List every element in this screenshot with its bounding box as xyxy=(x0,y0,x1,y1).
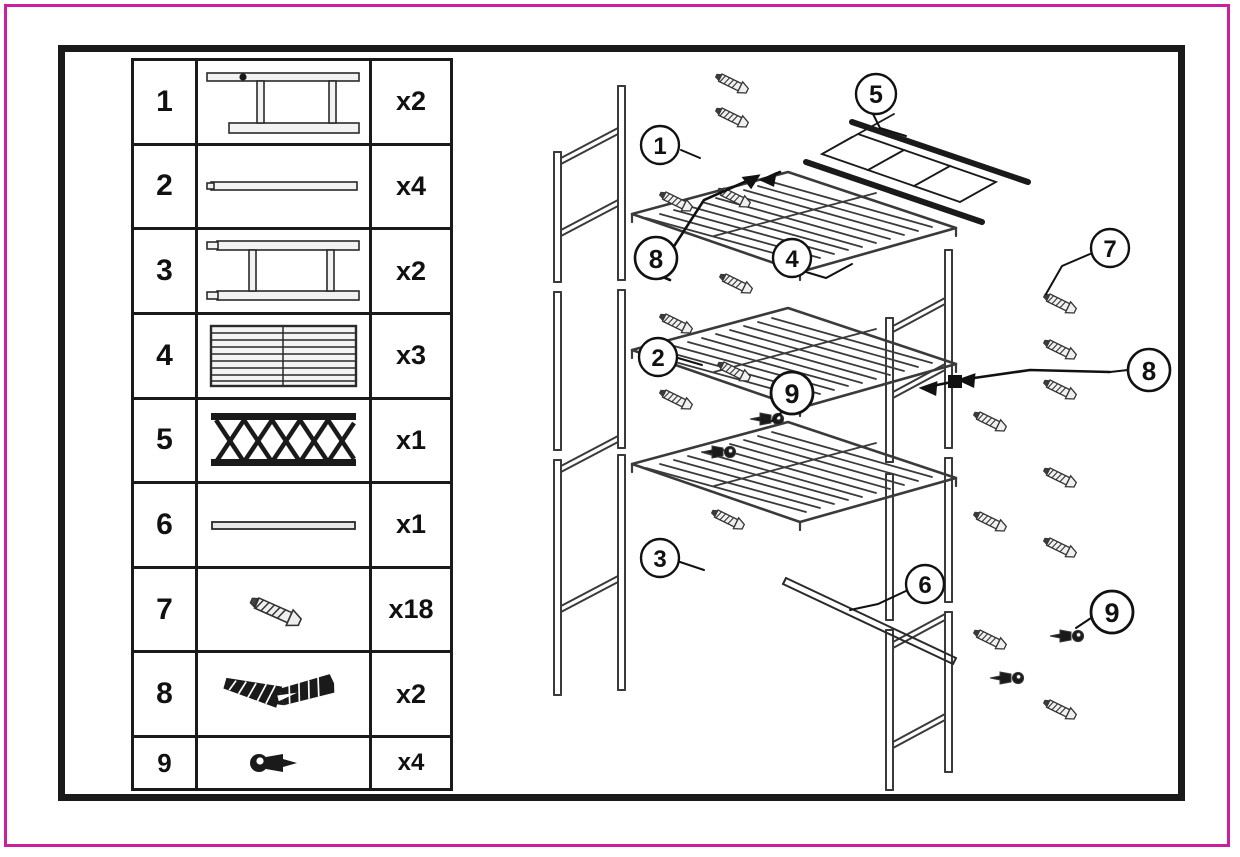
part-number: 2 xyxy=(134,145,198,228)
table-row: 5 x1 xyxy=(134,399,450,485)
wire-shelf-icon xyxy=(198,314,372,397)
svg-text:9: 9 xyxy=(784,379,799,409)
frame-section-icon xyxy=(198,230,372,312)
svg-text:2: 2 xyxy=(651,345,664,372)
dowel-pin-icon xyxy=(198,738,372,788)
outer-magenta-border xyxy=(4,4,1230,847)
exploded-assembly-diagram: 1 8 5 4 2 xyxy=(470,50,1182,798)
part-quantity: x4 xyxy=(395,170,427,201)
long-rod-icon xyxy=(198,484,372,566)
part-number: 7 xyxy=(134,568,198,651)
straight-post-icon xyxy=(198,145,372,228)
callout-5: 5 xyxy=(854,72,898,116)
table-row: 9 x4 xyxy=(134,738,450,788)
part-quantity: x2 xyxy=(395,86,427,117)
svg-text:5: 5 xyxy=(869,81,883,109)
part-number: 8 xyxy=(134,653,198,735)
part-number: 1 xyxy=(134,61,198,143)
svg-text:8: 8 xyxy=(649,244,663,274)
part-number: 3 xyxy=(134,230,198,312)
part-quantity: x1 xyxy=(395,509,427,540)
part-quantity: x18 xyxy=(388,594,434,625)
x-brace-panel-icon xyxy=(198,399,372,482)
table-row: 8 xyxy=(134,653,450,738)
callout-9-left: 9 xyxy=(769,370,815,416)
screw-icon xyxy=(198,568,372,651)
callout-9-right: 9 xyxy=(1089,589,1135,635)
svg-text:3: 3 xyxy=(653,546,666,573)
callout-1: 1 xyxy=(639,124,681,166)
part-number: 5 xyxy=(134,399,198,482)
frame-section-top-icon xyxy=(198,61,372,143)
part-quantity: x2 xyxy=(395,678,427,709)
svg-text:9: 9 xyxy=(1104,598,1119,628)
part-quantity: x4 xyxy=(397,749,425,776)
part-quantity: x3 xyxy=(395,340,427,371)
table-row: 2 x4 xyxy=(134,145,450,231)
svg-text:7: 7 xyxy=(1103,236,1116,263)
callout-4: 4 xyxy=(771,237,813,279)
part-quantity: x1 xyxy=(395,424,427,455)
part-number: 6 xyxy=(134,484,198,566)
part-quantity: x2 xyxy=(395,255,427,286)
table-row: 7 xyxy=(134,568,450,654)
svg-text:6: 6 xyxy=(918,572,931,599)
svg-text:1: 1 xyxy=(653,133,666,160)
parts-list-table: 1 x2 2 xyxy=(131,58,453,791)
table-row: 1 x2 xyxy=(134,61,450,146)
table-row: 4 x3 xyxy=(134,314,450,400)
part-number: 9 xyxy=(134,738,198,788)
svg-text:8: 8 xyxy=(1142,356,1156,386)
svg-text:4: 4 xyxy=(785,246,799,273)
callout-3: 3 xyxy=(639,537,681,579)
callout-7: 7 xyxy=(1089,227,1131,269)
callout-6: 6 xyxy=(904,563,946,605)
callout-2: 2 xyxy=(637,336,679,378)
callout-8-right: 8 xyxy=(1126,347,1172,393)
table-row: 6 x1 xyxy=(134,484,450,569)
callout-8-left: 8 xyxy=(633,235,679,281)
wall-anchor-icon xyxy=(198,653,372,735)
table-row: 3 x2 xyxy=(134,230,450,315)
part-number: 4 xyxy=(134,314,198,397)
